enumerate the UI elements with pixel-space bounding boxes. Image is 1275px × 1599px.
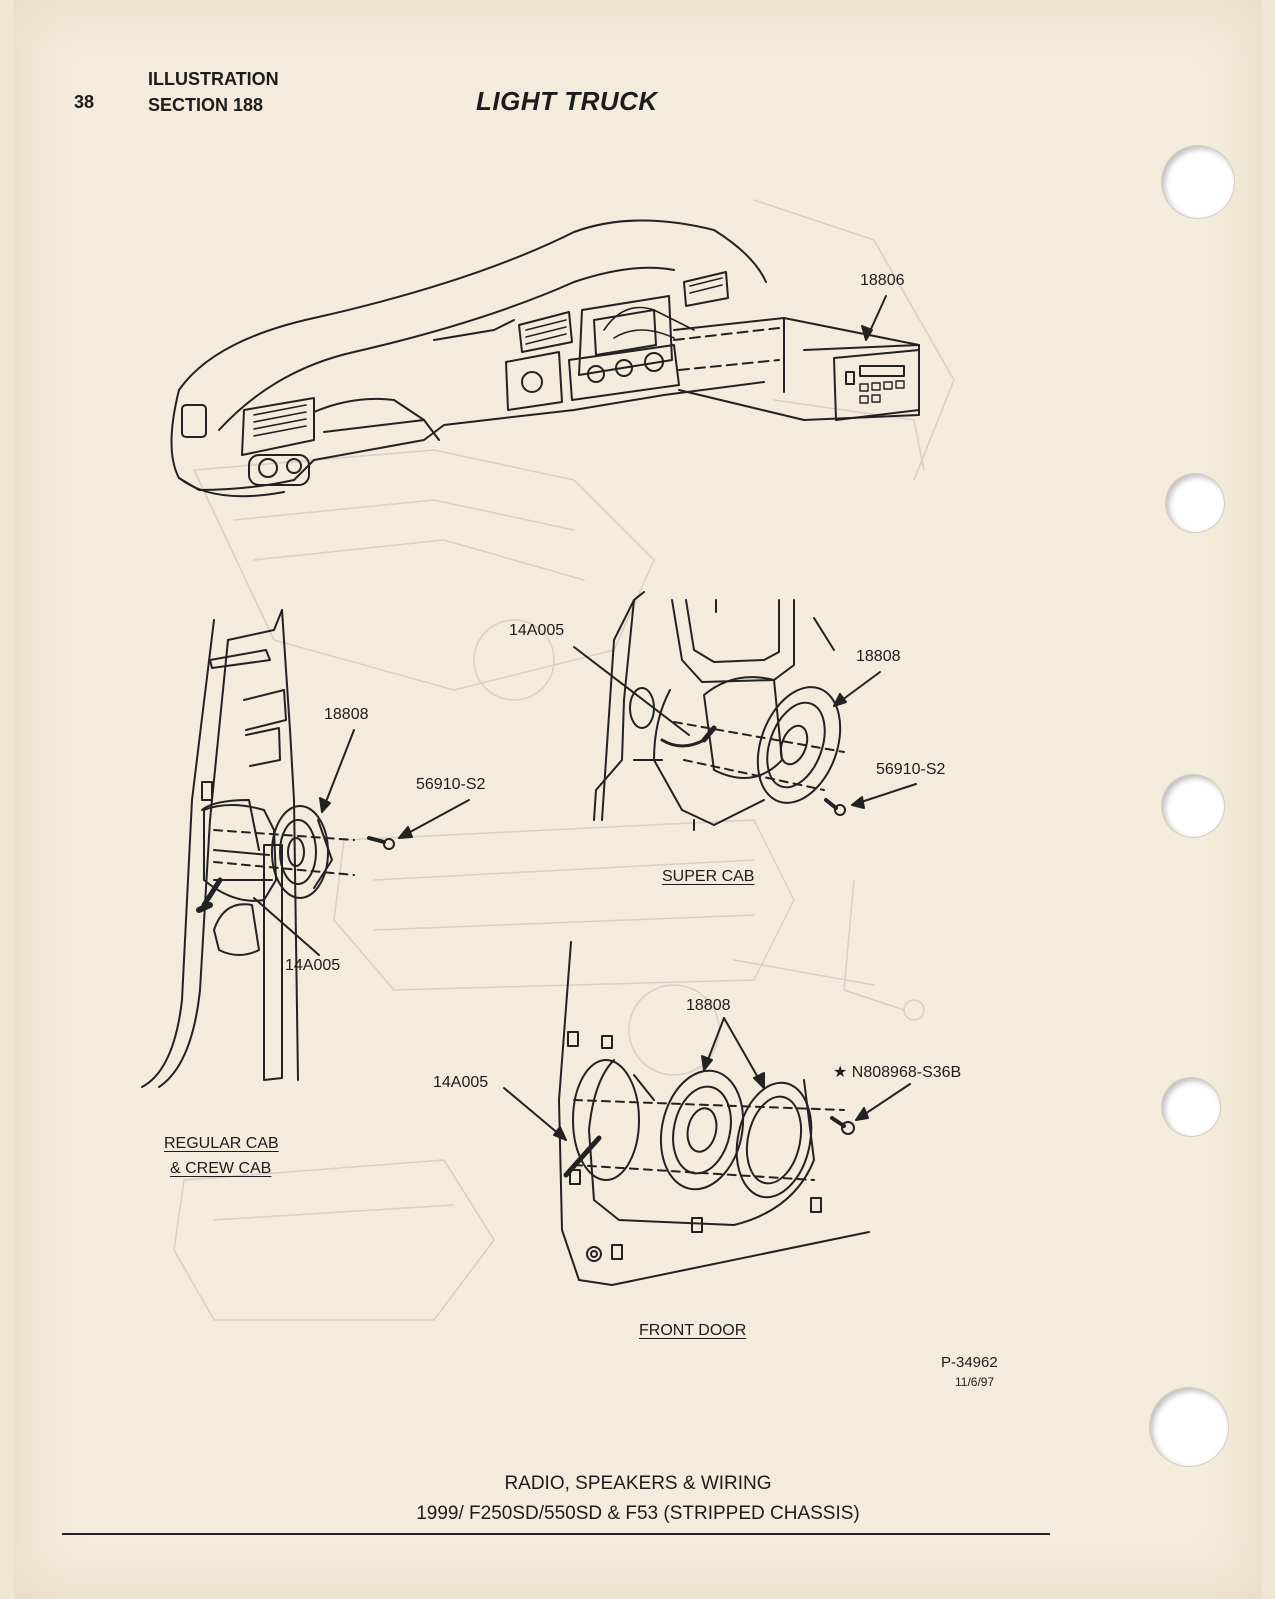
footer-line-1: RADIO, SPEAKERS & WIRING xyxy=(504,1473,772,1494)
callout-18808-super: 18808 xyxy=(856,648,901,665)
callout-14A005-regular: 14A005 xyxy=(285,957,341,974)
callout-14A005-door: 14A005 xyxy=(433,1074,489,1091)
binder-hole-5 xyxy=(1150,1388,1228,1466)
front-door-harness xyxy=(563,1135,602,1178)
super-cab-trim xyxy=(593,591,835,831)
callout-18808-door: 18808 xyxy=(686,997,731,1014)
binder-hole-2 xyxy=(1166,474,1224,532)
regular-cab-screw xyxy=(367,836,395,850)
callout-14A005-super: 14A005 xyxy=(509,622,565,639)
binder-hole-4 xyxy=(1162,1078,1220,1136)
leader-14A005-left xyxy=(253,897,320,956)
regular-cab-door-pillar xyxy=(141,609,299,1088)
illustration-section: ILLUSTRATION SECTION 188 xyxy=(148,66,279,118)
callout-n808968: ★ N808968-S36B xyxy=(833,1064,962,1081)
front-door-panel xyxy=(558,941,870,1286)
binder-hole-1 xyxy=(1162,146,1234,218)
bleed-through-artwork xyxy=(173,199,955,1321)
section-label: SECTION 188 xyxy=(148,95,264,115)
callout-18808-regular: 18808 xyxy=(324,706,369,723)
manual-page: 38 ILLUSTRATION SECTION 188 LIGHT TRUCK xyxy=(14,0,1262,1599)
part-reference-date: 11/6/97 xyxy=(955,1375,995,1389)
regular-cab-harness xyxy=(196,877,223,913)
super-cab-speaker xyxy=(673,676,845,804)
leader-18808-left xyxy=(321,729,355,813)
radio-receiver xyxy=(673,317,920,421)
part-reference-number: P-34962 xyxy=(941,1354,998,1371)
footer-line-2: 1999/ F250SD/550SD & F53 (STRIPPED CHASS… xyxy=(416,1503,860,1524)
front-door-screw xyxy=(830,1116,855,1135)
side-vent xyxy=(181,404,207,438)
illustration-label: ILLUSTRATION xyxy=(148,69,279,89)
caption-front-door: FRONT DOOR xyxy=(639,1322,747,1339)
regular-cab-speaker xyxy=(203,804,355,902)
callout-56910-super: 56910-S2 xyxy=(876,761,946,778)
callout-56910-regular: 56910-S2 xyxy=(416,776,486,793)
arrow-18806 xyxy=(861,325,873,341)
front-door-speaker xyxy=(572,1059,845,1199)
page-number: 38 xyxy=(74,92,95,112)
exploded-diagram xyxy=(141,199,955,1321)
super-cab-harness xyxy=(660,725,717,748)
caption-super-cab: SUPER CAB xyxy=(662,868,755,885)
instrument-panel xyxy=(170,219,767,498)
caption-crew-cab: & CREW CAB xyxy=(170,1160,272,1177)
footer-rule xyxy=(62,1533,1050,1535)
page-title: LIGHT TRUCK xyxy=(476,86,658,116)
caption-regular-cab: REGULAR CAB xyxy=(164,1135,279,1152)
super-cab-screw xyxy=(824,798,846,816)
callout-18806: 18806 xyxy=(860,272,905,289)
leader-14A005-super xyxy=(573,646,690,736)
binder-hole-3 xyxy=(1162,775,1224,837)
